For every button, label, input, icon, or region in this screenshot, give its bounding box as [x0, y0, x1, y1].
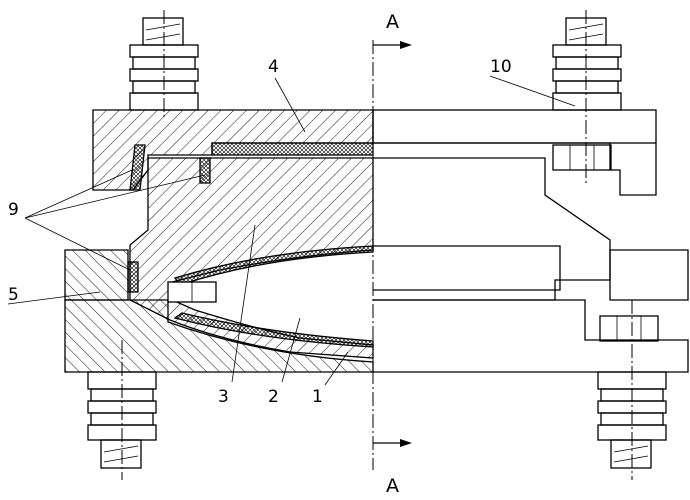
label-part-10: 10	[490, 57, 512, 77]
section-arrow-top	[400, 41, 412, 49]
nut-lower-right	[599, 315, 659, 342]
label-part-1: 1	[312, 387, 323, 407]
label-part-4: 4	[268, 57, 279, 77]
label-part-9: 9	[8, 200, 19, 220]
anchor-bolt-top-right	[552, 17, 622, 111]
section-mark-top: A	[386, 11, 399, 33]
side-block-right	[609, 249, 689, 301]
seal-ring-upper	[199, 157, 211, 184]
top-sliding-liner	[211, 142, 374, 156]
label-part-5: 5	[8, 285, 19, 305]
upper-seal-strip	[129, 144, 146, 191]
section-arrow-bottom	[400, 439, 412, 447]
spherical-edge-right	[373, 245, 561, 291]
label-part-3: 3	[218, 387, 229, 407]
section-mark-bottom: A	[386, 475, 399, 497]
top-plate-right	[372, 109, 657, 144]
seal-ring-lower	[127, 261, 139, 293]
label-part-2: 2	[268, 387, 279, 407]
middle-block-right	[373, 157, 611, 301]
nut-upper-right	[552, 144, 612, 171]
top-plate-right-lower	[373, 142, 657, 196]
